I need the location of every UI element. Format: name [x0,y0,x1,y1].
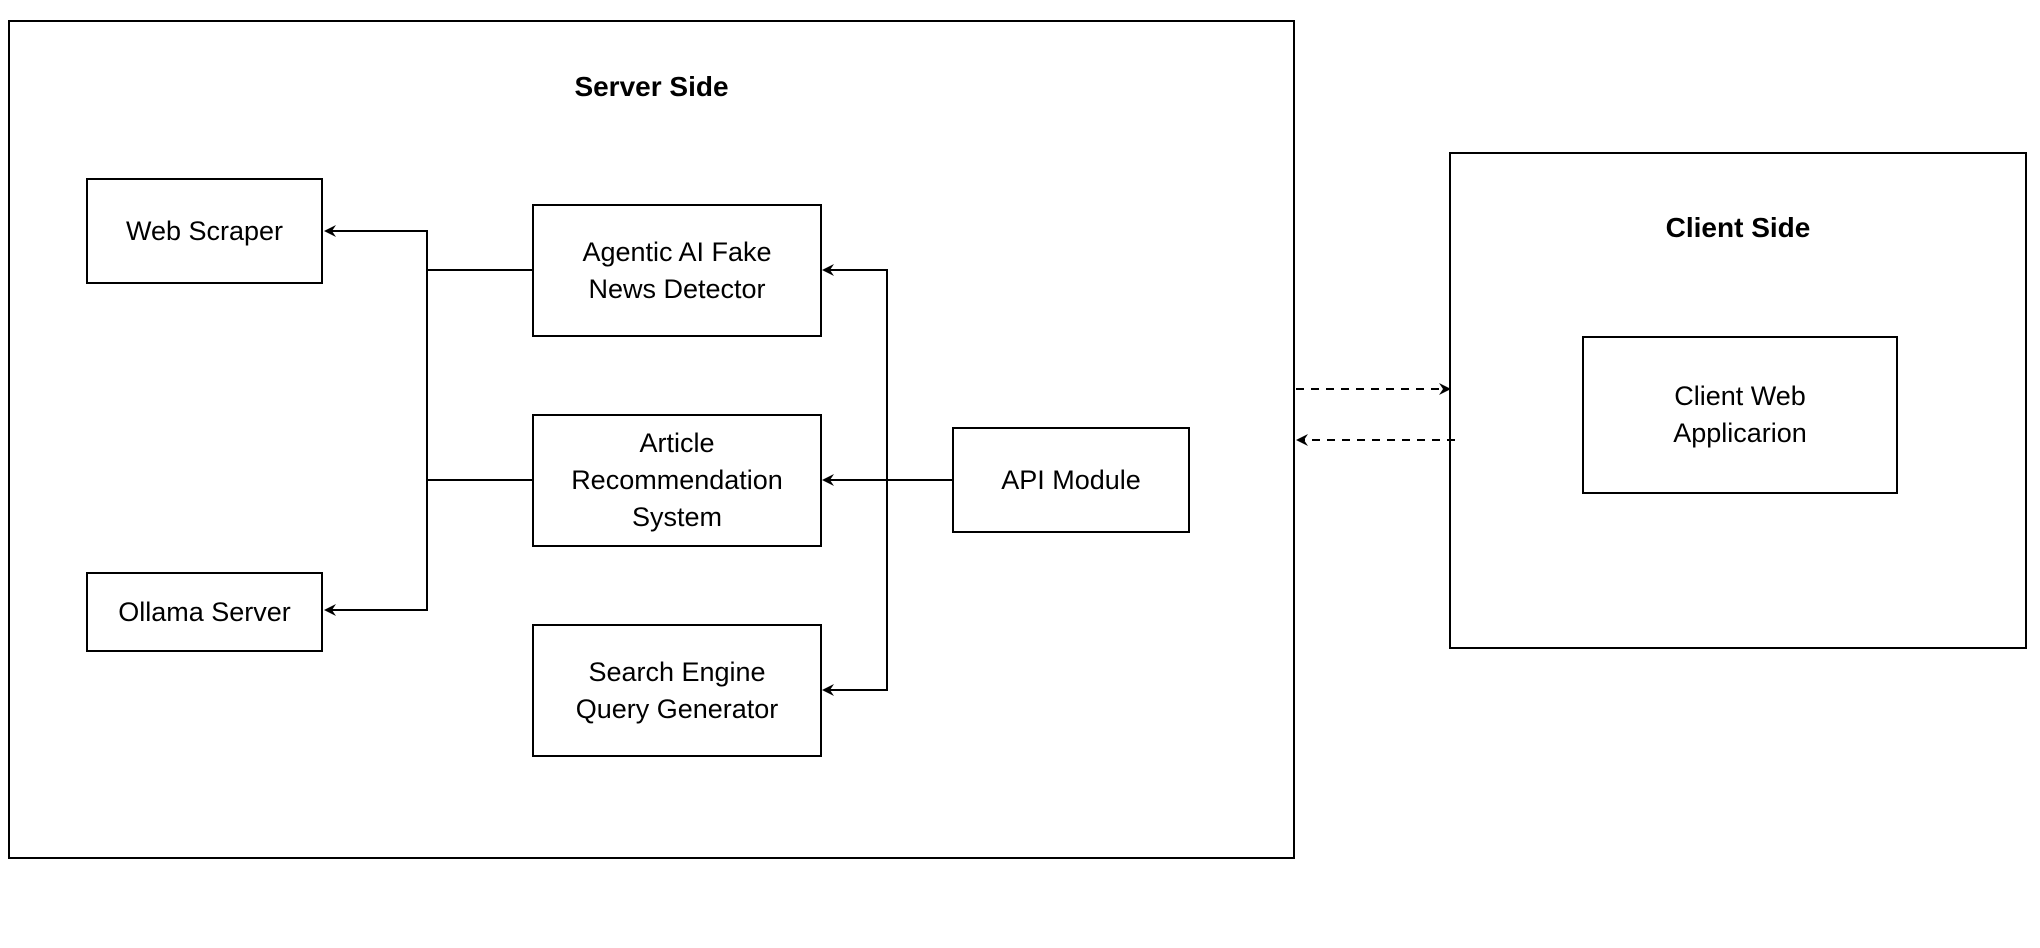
query-generator-label: Search Engine Query Generator [575,656,779,724]
api-module-label: API Module [1001,464,1141,495]
ollama-server-node: Ollama Server [86,572,323,652]
query-generator-node: Search Engine Query Generator [532,624,822,757]
api-to-query-generator-arrow [822,480,888,696]
client-side-title: Client Side [1665,212,1811,243]
api-to-detector-arrow [822,264,888,480]
ollama-server-label: Ollama Server [118,596,291,627]
server-side-title: Server Side [574,71,729,102]
article-recommendation-node: Article Recommendation System [532,414,822,547]
web-scraper-node: Web Scraper [86,178,323,284]
fake-news-detector-label: Agentic AI Fake News Detector [582,236,772,304]
web-scraper-label: Web Scraper [125,215,284,246]
article-recommendation-label: Article Recommendation System [571,428,783,532]
client-web-app-label: Client Web Applicarion [1673,381,1807,448]
fake-news-detector-node: Agentic AI Fake News Detector [532,204,822,337]
client-web-app-node: Client Web Applicarion [1582,336,1898,494]
bus-to-web-scraper-arrow [324,225,428,270]
api-module-node: API Module [952,427,1190,533]
bus-to-ollama-arrow [324,270,428,616]
